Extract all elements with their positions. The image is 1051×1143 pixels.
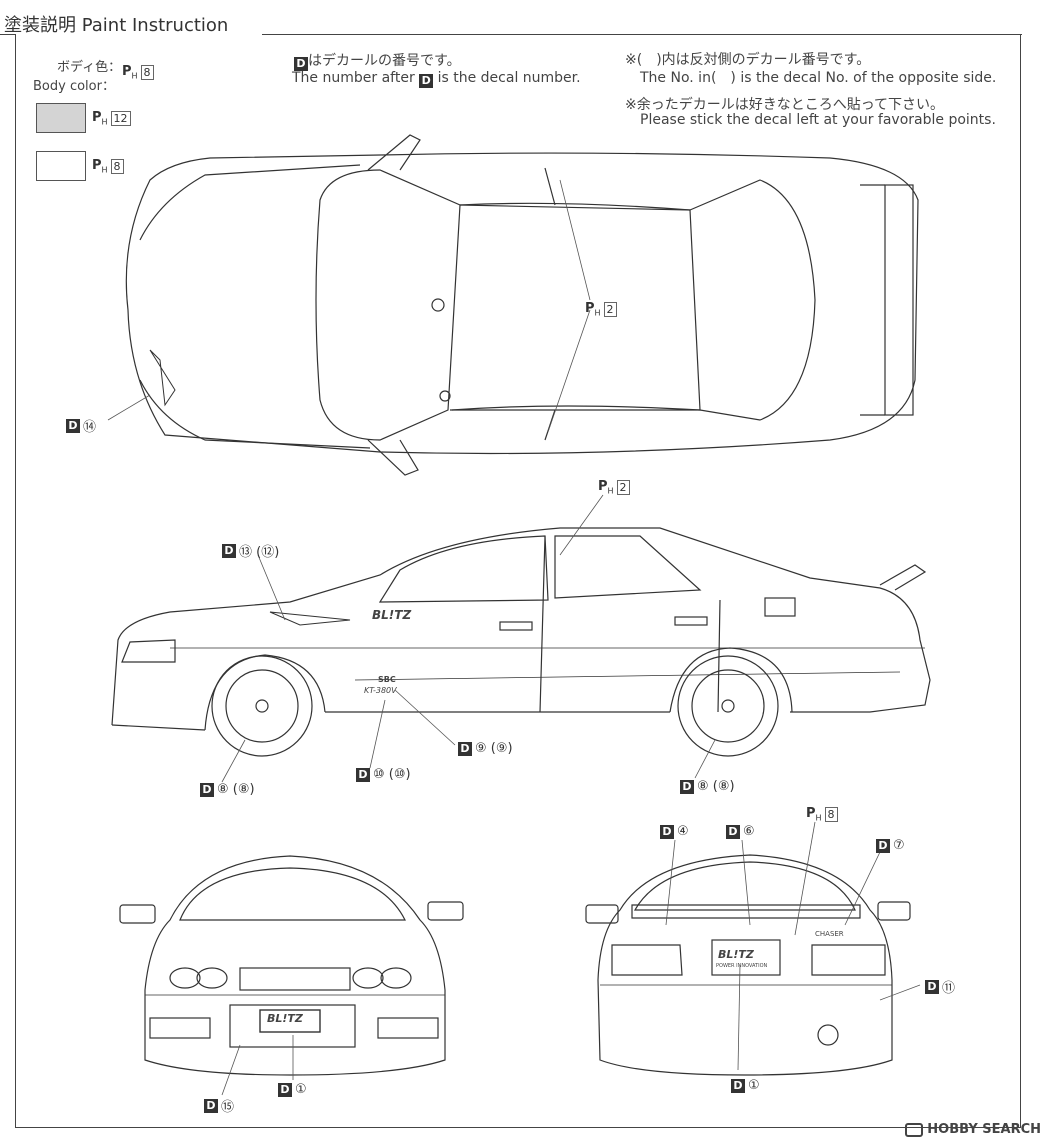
body-color-label-jp: ボディ色： <box>57 60 122 75</box>
rear-chaser-badge: CHASER <box>815 930 844 938</box>
side-kt-decal: KT-380V <box>364 686 397 695</box>
top-view <box>107 134 919 476</box>
instruction-frame <box>15 34 1021 1128</box>
color-swatch-grey <box>36 103 86 133</box>
body-color-label-en: Body color： <box>33 79 115 94</box>
color-swatch-white <box>36 151 86 181</box>
paint-marker: PH <box>122 64 138 81</box>
front-view <box>119 855 464 1096</box>
side-blitz-logo: BL!TZ <box>372 608 412 622</box>
front-plate-logo: BL!TZ <box>267 1012 303 1025</box>
leftover-note-jp: ※余ったデカールは好きなところへ貼って下さい。 <box>625 97 945 113</box>
body-color-main-code: PH 8 <box>122 64 154 81</box>
decal-note-en: The number after D is the decal number. <box>292 70 581 88</box>
swatch-grey-code: PH 12 <box>92 110 131 127</box>
swatch-white-code: PH 8 <box>92 158 124 175</box>
opposite-note-jp: ※( )内は反対側のデカール番号です。 <box>625 52 871 68</box>
page-title: 塗装説明 Paint Instruction <box>4 15 229 36</box>
frame-top-right <box>262 34 1022 35</box>
hobby-search-logo-icon <box>905 1122 924 1137</box>
side-sbc-decal: SBC <box>378 675 396 684</box>
watermark: HOBBY SEARCH <box>905 1122 1041 1137</box>
rear-view <box>585 821 921 1076</box>
rear-plate-sub: POWER INNOVATION <box>716 963 768 969</box>
leftover-note-en: Please stick the decal left at your favo… <box>640 112 996 128</box>
paint-number: 8 <box>140 64 154 80</box>
frame-top-left <box>0 34 15 35</box>
rear-plate-logo: BL!TZ <box>718 948 754 961</box>
watermark-text: HOBBY SEARCH <box>927 1122 1041 1137</box>
side-view <box>111 494 931 783</box>
opposite-note-en: The No. in( ) is the decal No. of the op… <box>640 70 997 86</box>
